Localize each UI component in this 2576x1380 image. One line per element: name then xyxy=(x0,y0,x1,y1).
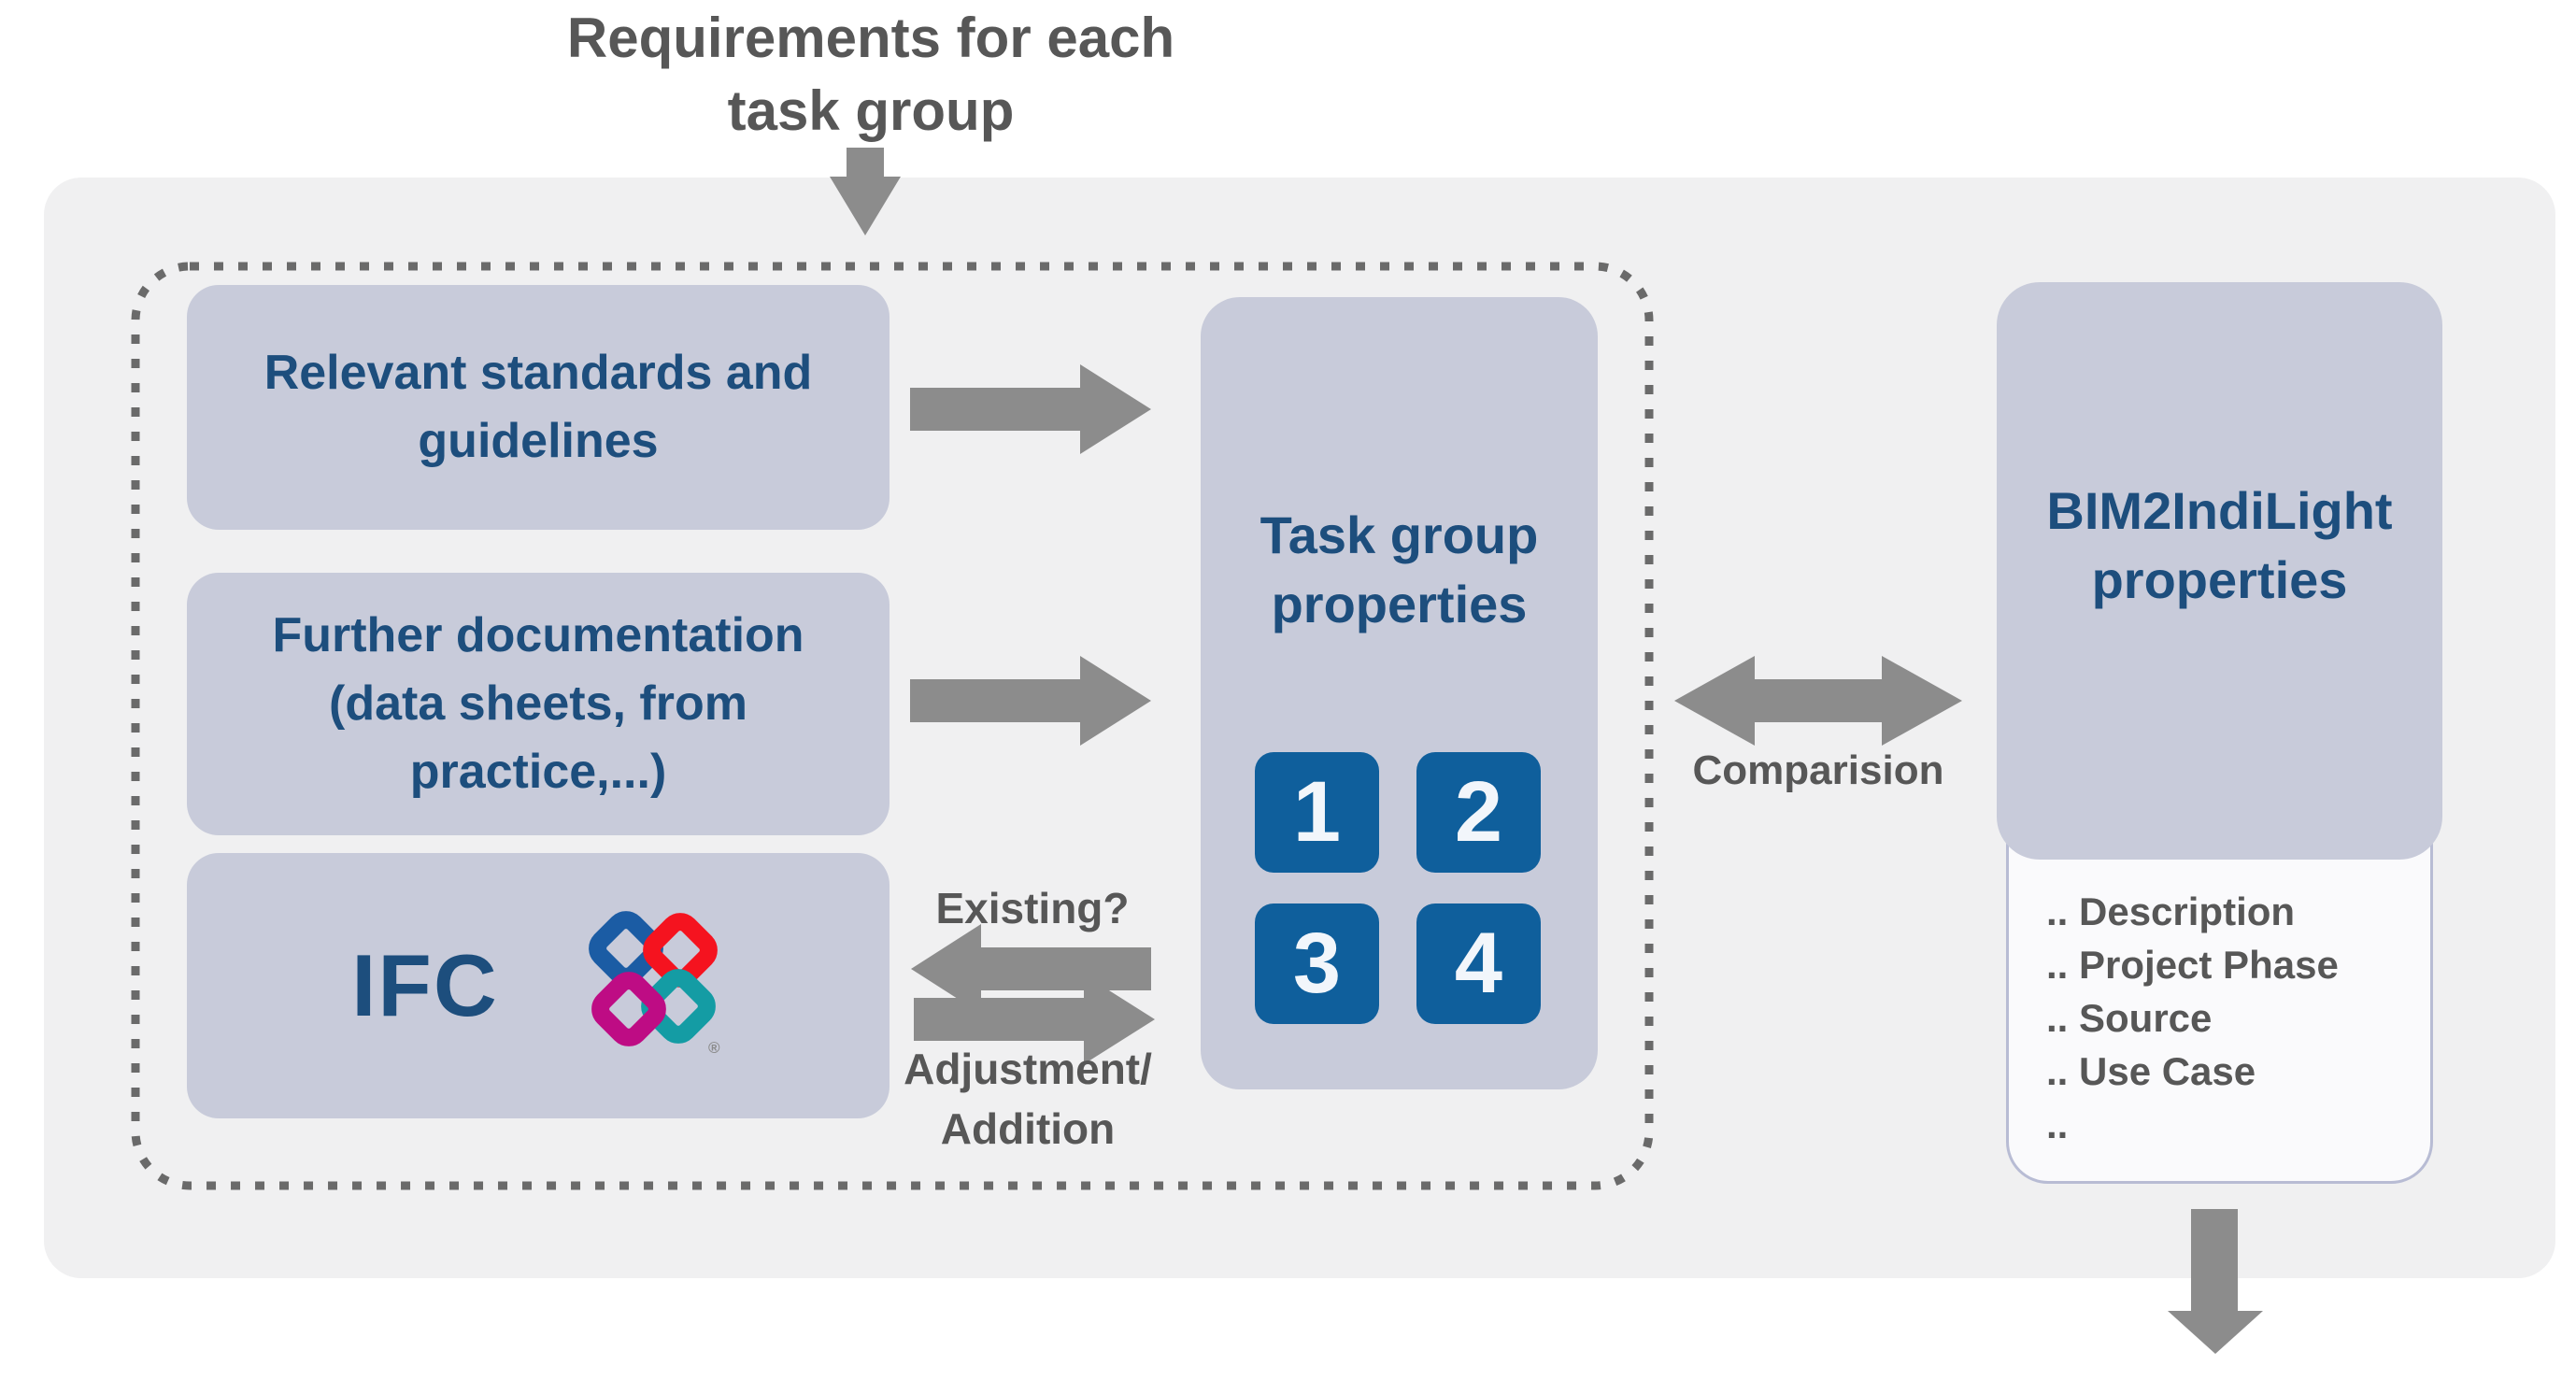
task-group-dotted-frame xyxy=(131,262,1654,1190)
bim2indilight-title-line2: properties xyxy=(2091,550,2348,609)
bim2indilight-properties-box: BIM2IndiLight properties xyxy=(1997,282,2442,860)
standards-box-line2: guidelines xyxy=(418,414,659,468)
task-group-properties-box: Task group properties 1 2 3 4 xyxy=(1201,297,1598,1089)
documentation-box-line1: Further documentation xyxy=(272,608,804,662)
task-group-number-grid: 1 2 3 4 xyxy=(1255,752,1541,1024)
adjustment-label-line1: Adjustment/ xyxy=(904,1045,1152,1093)
documentation-box: Further documentation (data sheets, from… xyxy=(187,573,890,835)
bim-properties-list: .. Description .. Project Phase .. Sourc… xyxy=(2046,885,2339,1151)
standards-box-line1: Relevant standards and xyxy=(263,346,813,400)
top-requirements-label: Requirements for each task group xyxy=(492,2,1249,148)
list-item-use-case: .. Use Case xyxy=(2046,1049,2256,1093)
existing-left-arrow-icon xyxy=(911,924,1151,1014)
adjustment-label-line2: Addition xyxy=(940,1104,1116,1153)
existing-label: Existing? xyxy=(935,884,1130,932)
number-square-1: 1 xyxy=(1255,752,1379,873)
adjustment-label: Adjustment/ Addition xyxy=(869,1039,1187,1159)
standards-box: Relevant standards and guidelines xyxy=(187,285,890,530)
documentation-box-line2: (data sheets, from xyxy=(329,676,747,731)
registered-mark: ® xyxy=(708,1039,720,1057)
list-item-ellipsis: .. xyxy=(2046,1103,2069,1146)
top-requirements-label-line1: Requirements for each xyxy=(566,7,1175,69)
adjustment-right-arrow-icon xyxy=(914,975,1155,1064)
top-requirements-label-line2: task group xyxy=(727,79,1015,142)
bim2indilight-title: BIM2IndiLight properties xyxy=(1997,477,2442,615)
documentation-box-line3: practice,...) xyxy=(409,745,667,799)
task-group-properties-title: Task group properties xyxy=(1201,501,1598,639)
task-group-title-line2: properties xyxy=(1271,575,1528,633)
output-down-arrow-icon xyxy=(2168,1209,2263,1354)
list-item-source: .. Source xyxy=(2046,996,2213,1040)
number-square-3: 3 xyxy=(1255,903,1379,1024)
number-square-2: 2 xyxy=(1416,752,1541,873)
bim-properties-list-box: .. Description .. Project Phase .. Sourc… xyxy=(2006,804,2433,1184)
top-down-arrow-icon xyxy=(830,148,901,235)
comparison-label: Comparision xyxy=(1692,747,1944,793)
task-group-title-line1: Task group xyxy=(1260,505,1539,564)
list-item-description: .. Description xyxy=(2046,889,2296,933)
ifc-label: IFC xyxy=(351,936,499,1034)
buildingsmart-ifc-logo-icon: ® xyxy=(588,911,720,1057)
ifc-box: IFC ® xyxy=(187,853,890,1118)
standards-to-taskgroup-arrow-icon xyxy=(910,364,1151,454)
bim2indilight-title-line1: BIM2IndiLight xyxy=(2046,481,2393,540)
list-item-project-phase: .. Project Phase xyxy=(2046,943,2339,987)
documentation-to-taskgroup-arrow-icon xyxy=(910,656,1151,746)
comparison-double-arrow-icon xyxy=(1674,656,1962,746)
number-square-4: 4 xyxy=(1416,903,1541,1024)
